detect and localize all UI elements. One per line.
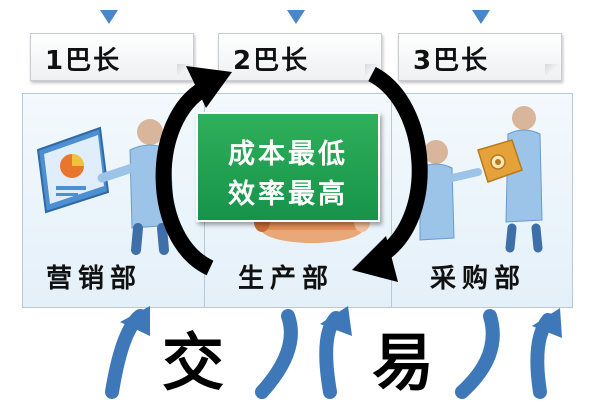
- goal-line-2: 效率最高: [228, 179, 348, 210]
- manager-label: 3巴长: [413, 46, 490, 76]
- department-label-production: 生产部: [238, 264, 335, 294]
- manager-note-1: 1巴长: [30, 33, 194, 81]
- trade-char-1: 交: [162, 326, 225, 399]
- manager-label: 1巴长: [45, 46, 122, 76]
- down-arrow-icon: [472, 10, 490, 24]
- trade-arrows: [105, 306, 562, 399]
- arrow-head-icon: [352, 236, 398, 282]
- cycle-arrows: [155, 66, 428, 282]
- down-arrow-icon: [100, 10, 118, 24]
- curved-arrow-icon: [255, 309, 298, 399]
- curved-arrow-left-icon: [155, 81, 214, 276]
- center-goal-box: 成本最低 效率最高: [196, 112, 380, 222]
- page-fold-icon: [545, 64, 561, 80]
- arrow-head-icon: [186, 66, 232, 108]
- department-label-sales: 营销部: [46, 264, 143, 294]
- curved-arrow-right-icon: [367, 66, 428, 263]
- arrow-head-icon: [120, 306, 150, 336]
- people-with-package-icon: [419, 106, 543, 253]
- trade-char-2: 易: [372, 326, 435, 399]
- manager-note-3: 3巴长: [398, 33, 562, 81]
- department-label-purchasing: 采购部: [430, 264, 527, 294]
- goal-line-1: 成本最低: [228, 139, 348, 170]
- arrow-head-icon: [320, 306, 352, 336]
- down-arrow-icon: [287, 10, 305, 24]
- manager-label: 2巴长: [233, 46, 310, 76]
- arrow-head-icon: [532, 308, 562, 338]
- curved-arrow-icon: [455, 309, 500, 399]
- presentation-person-icon: [36, 119, 175, 255]
